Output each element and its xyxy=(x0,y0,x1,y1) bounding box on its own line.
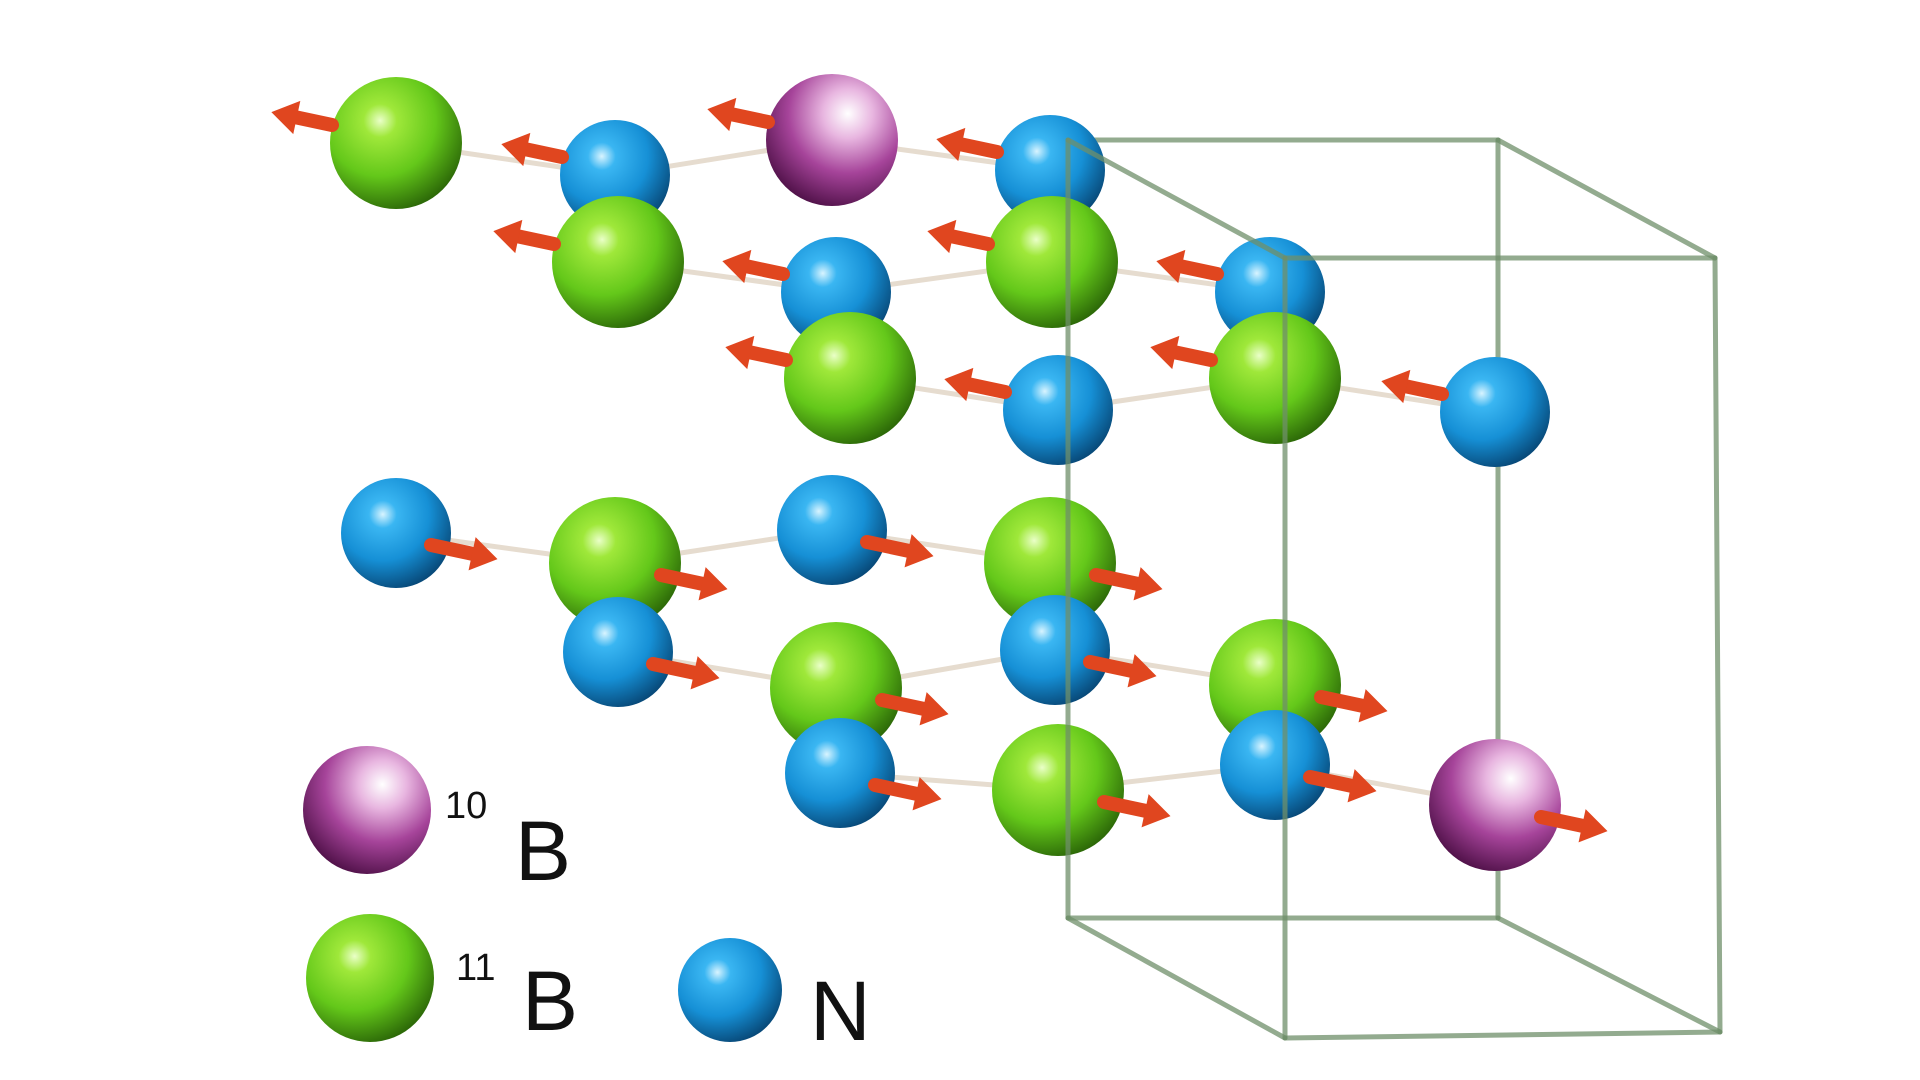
displacement-arrow xyxy=(1083,654,1157,688)
boron-11-atom xyxy=(1209,312,1341,444)
nitrogen-atom xyxy=(785,718,895,828)
cell-edge xyxy=(1495,915,1723,1035)
unit-cell-back-edges xyxy=(1065,137,1723,1035)
boron-11-atom xyxy=(784,312,916,444)
displacement-arrow xyxy=(1314,689,1388,723)
nitrogen-atom xyxy=(777,475,887,585)
boron-11-atom xyxy=(1209,619,1341,751)
displacement-arrow xyxy=(927,219,995,254)
displacement-arrow xyxy=(868,777,942,811)
boron-11-atom xyxy=(552,196,684,328)
displacement-arrow xyxy=(646,656,720,690)
displacement-arrow xyxy=(936,127,1004,162)
boron-11-atom xyxy=(992,724,1124,856)
atoms-layer xyxy=(271,74,1608,871)
displacement-arrow xyxy=(1150,335,1218,370)
displacement-arrow xyxy=(725,335,793,370)
legend-b11-sphere xyxy=(306,914,434,1042)
displacement-arrow xyxy=(944,367,1012,402)
displacement-arrow xyxy=(722,249,790,284)
cell-edge xyxy=(1712,255,1723,1035)
displacement-arrow xyxy=(424,537,498,571)
boron-11-atom xyxy=(770,622,902,754)
legend-b10-symbol: B xyxy=(515,804,571,898)
legend-b11-symbol: B xyxy=(522,954,578,1048)
nitrogen-atom xyxy=(1000,595,1110,705)
cell-edge xyxy=(1495,137,1718,261)
legend-b11-mass: 11 xyxy=(456,947,495,989)
displacement-arrow xyxy=(1303,769,1377,803)
cell-edge xyxy=(1282,1029,1723,1041)
displacement-arrow xyxy=(1089,567,1163,601)
boron-11-atom xyxy=(984,497,1116,629)
displacement-arrow xyxy=(1156,249,1224,284)
legend: 10 B 11 B N xyxy=(303,746,871,1058)
legend-n-symbol: N xyxy=(810,964,871,1058)
boron-11-atom xyxy=(330,77,462,209)
legend-b10-sphere xyxy=(303,746,431,874)
displacement-arrow xyxy=(875,692,949,726)
cell-edge xyxy=(1065,137,1288,261)
boron-11-atom xyxy=(549,497,681,629)
displacement-arrow xyxy=(1381,369,1449,404)
cell-edge xyxy=(1065,915,1288,1041)
boron-11-atom xyxy=(986,196,1118,328)
boron-10-atom xyxy=(1429,739,1561,871)
nitrogen-atom xyxy=(1003,355,1113,465)
displacement-arrow xyxy=(1534,809,1608,843)
displacement-arrow xyxy=(707,97,775,132)
displacement-arrow xyxy=(654,567,728,601)
nitrogen-atom xyxy=(1440,357,1550,467)
nitrogen-atom xyxy=(1220,710,1330,820)
nitrogen-atom xyxy=(341,478,451,588)
legend-b10-mass: 10 xyxy=(445,785,487,827)
unit-cell-front-edges xyxy=(1065,137,1723,1041)
nitrogen-atom xyxy=(563,597,673,707)
boron-10-atom xyxy=(766,74,898,206)
legend-n-sphere xyxy=(678,938,782,1042)
displacement-arrow xyxy=(493,219,561,254)
displacement-arrow xyxy=(860,534,934,568)
displacement-arrow xyxy=(271,100,339,135)
displacement-arrow xyxy=(501,132,569,167)
displacement-arrow xyxy=(1097,794,1171,828)
